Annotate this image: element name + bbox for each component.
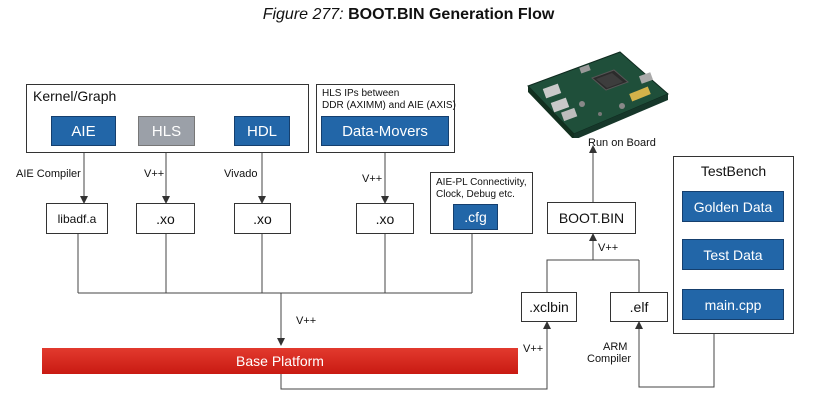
figure-caption: Figure 277: BOOT.BIN Generation Flow — [0, 6, 817, 24]
boot-bin: BOOT.BIN — [547, 202, 636, 234]
kernel-graph-title: Kernel/Graph — [33, 88, 117, 104]
package-vpp-label: V++ — [598, 242, 619, 254]
data-movers-note-1: HLS IPs between — [322, 88, 400, 99]
figure-title: BOOT.BIN Generation Flow — [348, 6, 555, 23]
testbench-frame: TestBench Golden Data Test Data main.cpp — [673, 156, 794, 334]
main-cpp-block: main.cpp — [682, 289, 784, 320]
wire-testbench-elf — [635, 321, 715, 388]
wire-xclbin-boot — [546, 259, 639, 292]
hls-vpp-label: V++ — [144, 168, 165, 180]
golden-data-block: Golden Data — [682, 191, 784, 222]
vivado-label: Vivado — [224, 168, 258, 180]
libadf-output: libadf.a — [46, 203, 108, 234]
figure-number: Figure 277: — [262, 6, 344, 23]
testbench-title: TestBench — [700, 163, 767, 179]
cfg-note-2: Clock, Debug etc. — [436, 189, 515, 200]
board-image — [527, 51, 669, 138]
kernel-graph-frame: Kernel/Graph AIE HLS HDL — [26, 84, 309, 153]
xclbin-output: .xclbin — [521, 292, 577, 322]
data-movers-frame: HLS IPs between DDR (AXIMM) and AIE (AXI… — [316, 84, 456, 153]
aie-block: AIE — [51, 116, 116, 146]
run-on-board-label: Run on Board — [588, 137, 656, 149]
xclbin-vpp-label: V++ — [523, 343, 544, 355]
xo-hdl-output: .xo — [234, 203, 291, 234]
cfg-frame: AIE-PL Connectivity, Clock, Debug etc. .… — [430, 172, 533, 234]
arm-label-2: Compiler — [587, 353, 632, 365]
wire-platform-xclbin — [280, 321, 551, 390]
xo-hls-output: .xo — [136, 203, 195, 234]
hdl-block: HDL — [234, 116, 290, 146]
data-movers-block: Data-Movers — [321, 116, 449, 146]
cfg-block: .cfg — [453, 204, 498, 230]
elf-output: .elf — [610, 292, 668, 322]
test-data-block: Test Data — [682, 239, 784, 270]
hls-block: HLS — [138, 116, 195, 146]
aie-compiler-label: AIE Compiler — [16, 168, 81, 180]
cfg-note-1: AIE-PL Connectivity, — [436, 177, 527, 188]
data-movers-note-2: DDR (AXIMM) and AIE (AXIS) — [322, 100, 456, 111]
base-platform: Base Platform — [42, 348, 518, 374]
movers-vpp-label: V++ — [362, 173, 383, 185]
xo-movers-output: .xo — [356, 203, 414, 234]
arm-label-1: ARM — [603, 341, 628, 353]
link-vpp-label: V++ — [296, 315, 317, 327]
